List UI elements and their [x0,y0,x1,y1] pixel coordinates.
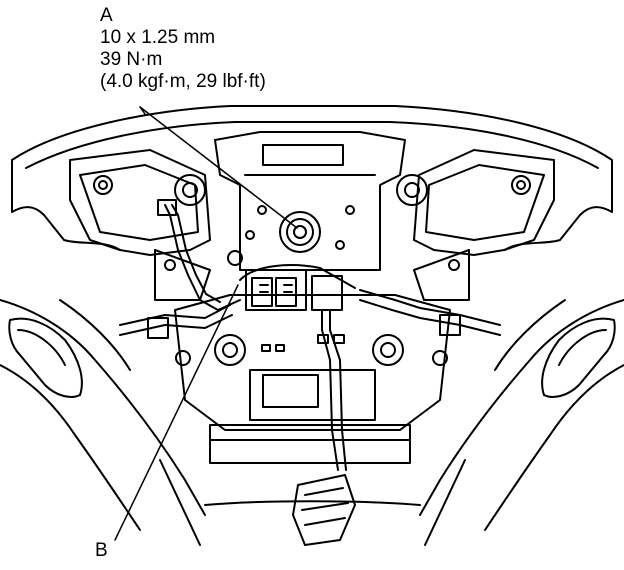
callout-b-letter: B [95,540,108,561]
callout-b: B [95,540,108,562]
left-grip-pad [8,317,83,398]
leader-lines [114,106,298,541]
callout-a-torque-nm: 39 N·m [100,49,163,70]
lower-hub-housing [174,294,451,464]
wheel-rim [0,105,624,546]
callout-a-torque-alt: (4.0 kgf·m, 29 lbf·ft) [100,71,266,92]
bolt-a [279,211,321,253]
callout-a-letter: A [100,5,113,26]
callout-a-bolt-size: 10 x 1.25 mm [100,27,216,48]
callout-a: A 10 x 1.25 mm 39 N·m (4.0 kgf·m, 29 lbf… [100,5,266,93]
right-harness [359,289,501,336]
center-hub [214,131,406,271]
horn-cable [292,309,356,546]
right-switch-panel [396,149,555,301]
leader-line-b [114,284,239,541]
left-harness [119,199,241,339]
leader-line-a-tick [139,106,146,115]
connector-b [239,264,356,311]
right-grip-pad [541,317,616,398]
leader-line-a [139,106,298,229]
